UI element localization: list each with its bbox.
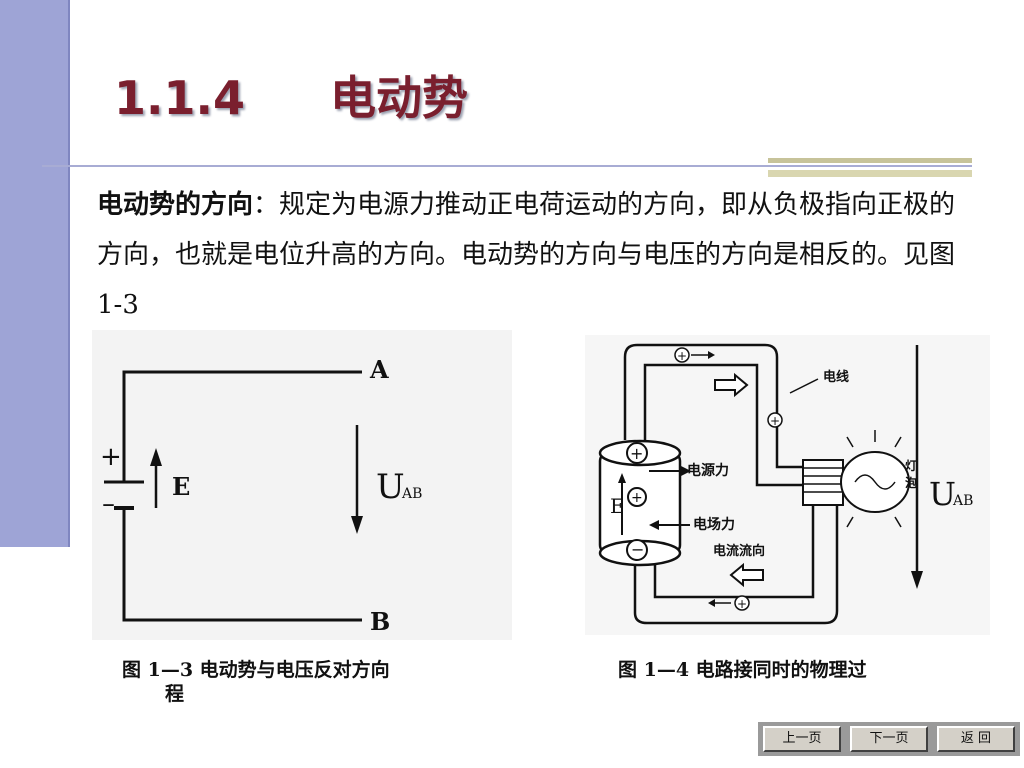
voltage-label-ab: AB [401,486,422,502]
wire-label: 电线 [823,369,849,385]
current-direction-label: 电流流向 [713,543,765,559]
source-force-label: 电源力 [687,462,729,479]
voltage-label-u: U [376,467,405,507]
accent-bar-bottom [768,170,972,177]
prev-page-button[interactable]: 上一页 [763,726,841,752]
figure-1-4-caption: 图 1—4 电路接同时的物理过 [618,659,867,681]
figure-1-3-caption-line2: 程 [165,683,185,705]
voltage-label-ab-2: AB [952,493,973,509]
current-arrow-right-icon [714,372,749,398]
title-divider [42,165,972,167]
source-force-arrow-icon [681,466,691,476]
next-page-button[interactable]: 下一页 [850,726,928,752]
section-number: 1.1.4 [114,71,245,125]
figure-1-3-caption: 图 1—3 电动势与电压反对方向 [122,659,390,681]
current-arrow-left-icon [729,562,764,588]
plus-sign: + [100,442,122,472]
minus-sign: – [102,489,115,519]
left-decor-bar-edge [68,0,70,547]
emf-arrow-up-icon [150,448,162,466]
svg-text:+: + [737,597,747,611]
svg-text:+: + [770,414,780,428]
voltage-arrow-down-icon [351,516,363,534]
field-force-arrow-icon [649,520,659,530]
bulb-label-2: 泡 [905,475,917,490]
battery-minus-icon: − [631,540,644,559]
back-button[interactable]: 返 回 [937,726,1015,752]
battery-plus-icon: + [630,444,643,463]
figure-1-4-circuit-diagram: + − + E 电源力 电场力 电流流向 电线 + + + 灯 泡 U AB [585,335,990,635]
voltage-label-u-2: U [929,475,956,513]
slide-title: 1.1.4 电动势 [114,62,468,132]
emf-label-e: E [172,472,190,501]
section-title: 电动势 [330,71,468,125]
node-label-a: A [369,355,389,384]
charge-plus-icon: + [631,490,643,506]
battery-label-e: E [610,494,625,518]
field-force-label: 电场力 [693,516,735,533]
body-paragraph: 电动势的方向：规定为电源力推动正电荷运动的方向，即从负极指向正极的方向，也就是电… [97,180,957,330]
figure-1-3-emf-diagram: A B E + – U AB [92,330,512,640]
term-emf-direction: 电动势的方向 [97,190,254,220]
body-text: 规定为电源力推动正电荷运动的方向，即从负极指向正极的方向，也就是电位升高的方向。… [97,190,956,320]
bulb-label-1: 灯 [905,458,917,473]
node-label-b: B [370,607,390,636]
bulb-socket [802,459,844,506]
accent-bar-top [768,158,972,163]
svg-text:+: + [677,349,687,363]
voltage-arrow-down-icon-2 [911,571,923,589]
term-colon: ： [253,190,280,220]
left-decor-bar [0,0,68,547]
